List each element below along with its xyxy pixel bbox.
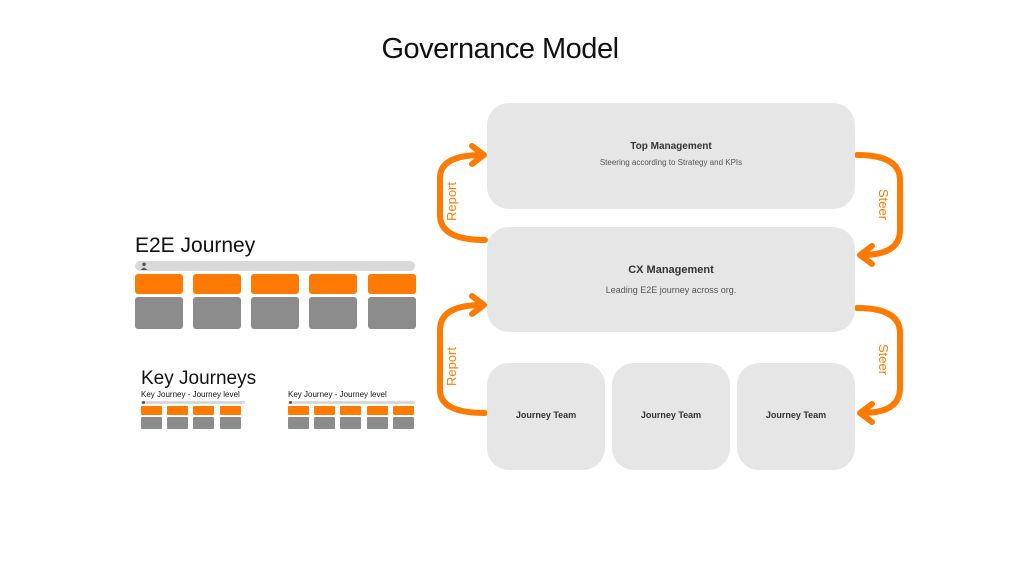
journey-step [135,274,183,329]
journey-step [193,406,214,429]
e2e-journey-steps [135,274,417,330]
journey-step [367,406,388,429]
key-journey-bar [141,401,245,404]
journey-step [288,406,309,429]
report-arrowhead-upper [469,143,487,167]
journey-step [340,406,361,429]
journey-step [393,406,414,429]
journey-team-title: Journey Team [765,410,827,420]
steer-arrowhead-lower [857,401,875,425]
report-arrowhead-lower [469,293,487,317]
journey-step [251,274,299,329]
journey-step [220,406,241,429]
report-arrow-upper [437,152,488,243]
page-title: Governance Model [381,33,619,65]
journey-step [141,406,162,429]
e2e-journey-bar [135,261,415,271]
journey-step [309,274,357,329]
top-management-title: Top Management [630,141,712,152]
journey-step [314,406,335,429]
journey-team-title: Journey Team [515,410,577,420]
key-journey-subtitle: Key Journey - Journey level [288,390,387,399]
journey-team-box: Journey Team [487,363,605,470]
report-label-upper: Report [444,181,460,222]
e2e-journey-label: E2E Journey [135,234,256,257]
steer-label-upper: Steer [876,188,892,221]
steer-arrowhead-upper [857,243,875,267]
journey-team-box: Journey Team [612,363,730,470]
journey-step [167,406,188,429]
top-management-subtitle: Steering according to Strategy and KPIs [599,158,743,167]
key-journey-block: Key Journey - Journey level [288,390,418,432]
steer-label-lower: Steer [876,343,892,376]
journey-step [368,274,416,329]
key-journey-bar [288,401,415,404]
cx-management-box: CX Management Leading E2E journey across… [487,227,855,332]
steer-arrow-lower [854,305,903,416]
journey-step [193,274,241,329]
person-icon [140,262,148,270]
key-journey-block: Key Journey - Journey level [141,390,271,432]
journey-team-box: Journey Team [737,363,855,470]
top-management-box: Top Management Steering according to Str… [487,103,855,209]
steer-arrow-upper [854,152,903,258]
cx-management-subtitle: Leading E2E journey across org. [605,285,737,295]
key-journey-subtitle: Key Journey - Journey level [141,390,240,399]
report-arrow-lower [437,302,488,416]
key-journeys-label: Key Journeys [141,368,257,389]
journey-team-title: Journey Team [640,410,702,420]
report-label-lower: Report [444,346,460,387]
cx-management-title: CX Management [628,264,714,276]
